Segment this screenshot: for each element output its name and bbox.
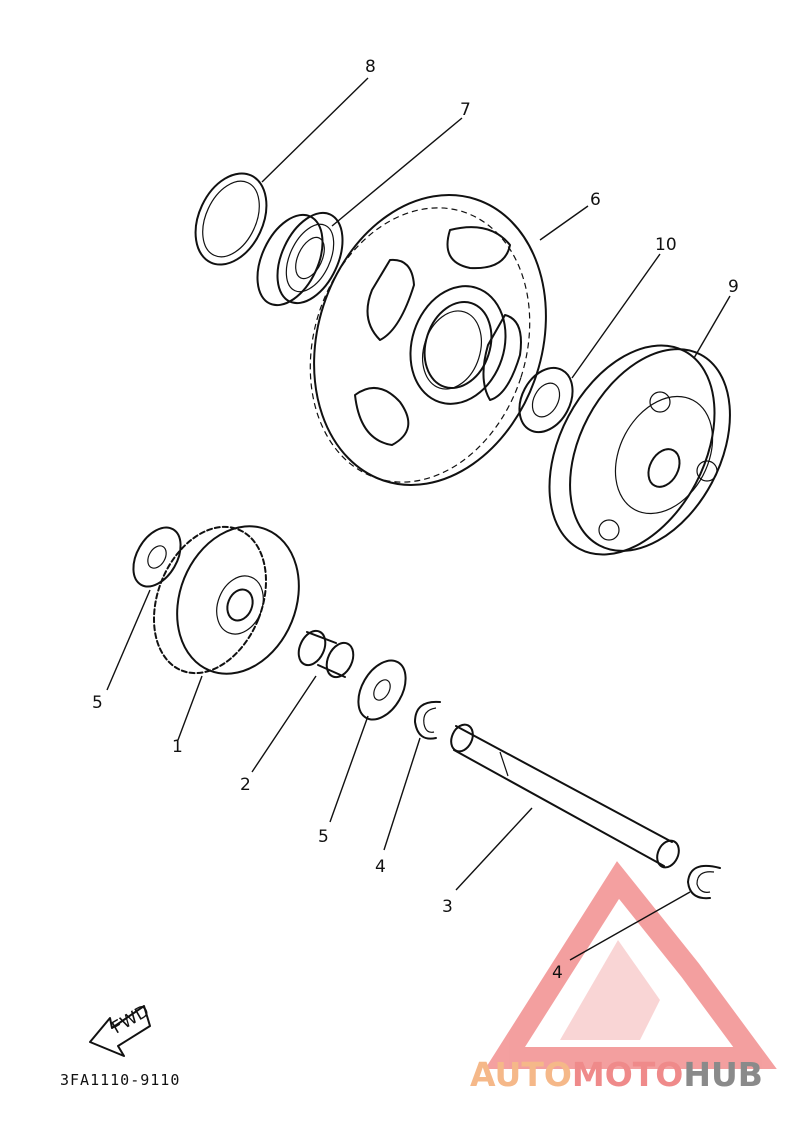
- label-part-4-right: 4: [552, 963, 563, 983]
- label-part-7: 7: [460, 100, 471, 120]
- part-8-circlip: [194, 172, 268, 266]
- label-part-10: 10: [655, 235, 677, 255]
- part-10-washer: [518, 366, 574, 434]
- svg-text:AUTOMOTOHUB: AUTOMOTOHUB: [470, 1055, 763, 1094]
- label-part-6: 6: [590, 190, 601, 210]
- fwd-label: FWD: [109, 1001, 153, 1038]
- label-part-8: 8: [365, 57, 376, 77]
- part-1-idler-gear: [153, 525, 300, 675]
- label-part-2: 2: [240, 775, 251, 795]
- part-4-circlip-right: [687, 864, 721, 900]
- part-2-needle-bearing: [297, 629, 355, 679]
- leader-lines: [106, 77, 731, 961]
- label-part-1: 1: [172, 737, 183, 757]
- brand-part-auto: AUTO: [470, 1055, 572, 1094]
- label-part-4-left: 4: [375, 857, 386, 877]
- fwd-arrow-icon: FWD: [89, 1001, 153, 1057]
- label-part-9: 9: [728, 277, 739, 297]
- part-9-clutch: [548, 344, 731, 556]
- watermark-logo: [484, 861, 777, 1069]
- part-5-washer-upper: [132, 526, 182, 588]
- part-4-circlip-left: [414, 700, 441, 740]
- label-part-3: 3: [442, 897, 453, 917]
- drawing-code: 3FA1110-9110: [60, 1071, 180, 1089]
- label-part-5-upper: 5: [92, 693, 103, 713]
- watermark-brand: AUTOMOTOHUB: [470, 1055, 763, 1094]
- part-labels: 8 7 6 10 9 5 1 2 5 4 3 4: [92, 57, 739, 983]
- part-5-washer-lower: [357, 659, 407, 721]
- brand-part-hub: HUB: [683, 1055, 763, 1094]
- part-3-shaft: [450, 723, 680, 869]
- part-6-starter-gear: [309, 194, 547, 486]
- brand-part-moto: MOTO: [572, 1055, 683, 1094]
- label-part-5-lower: 5: [318, 827, 329, 847]
- part-7-bearing: [256, 211, 344, 307]
